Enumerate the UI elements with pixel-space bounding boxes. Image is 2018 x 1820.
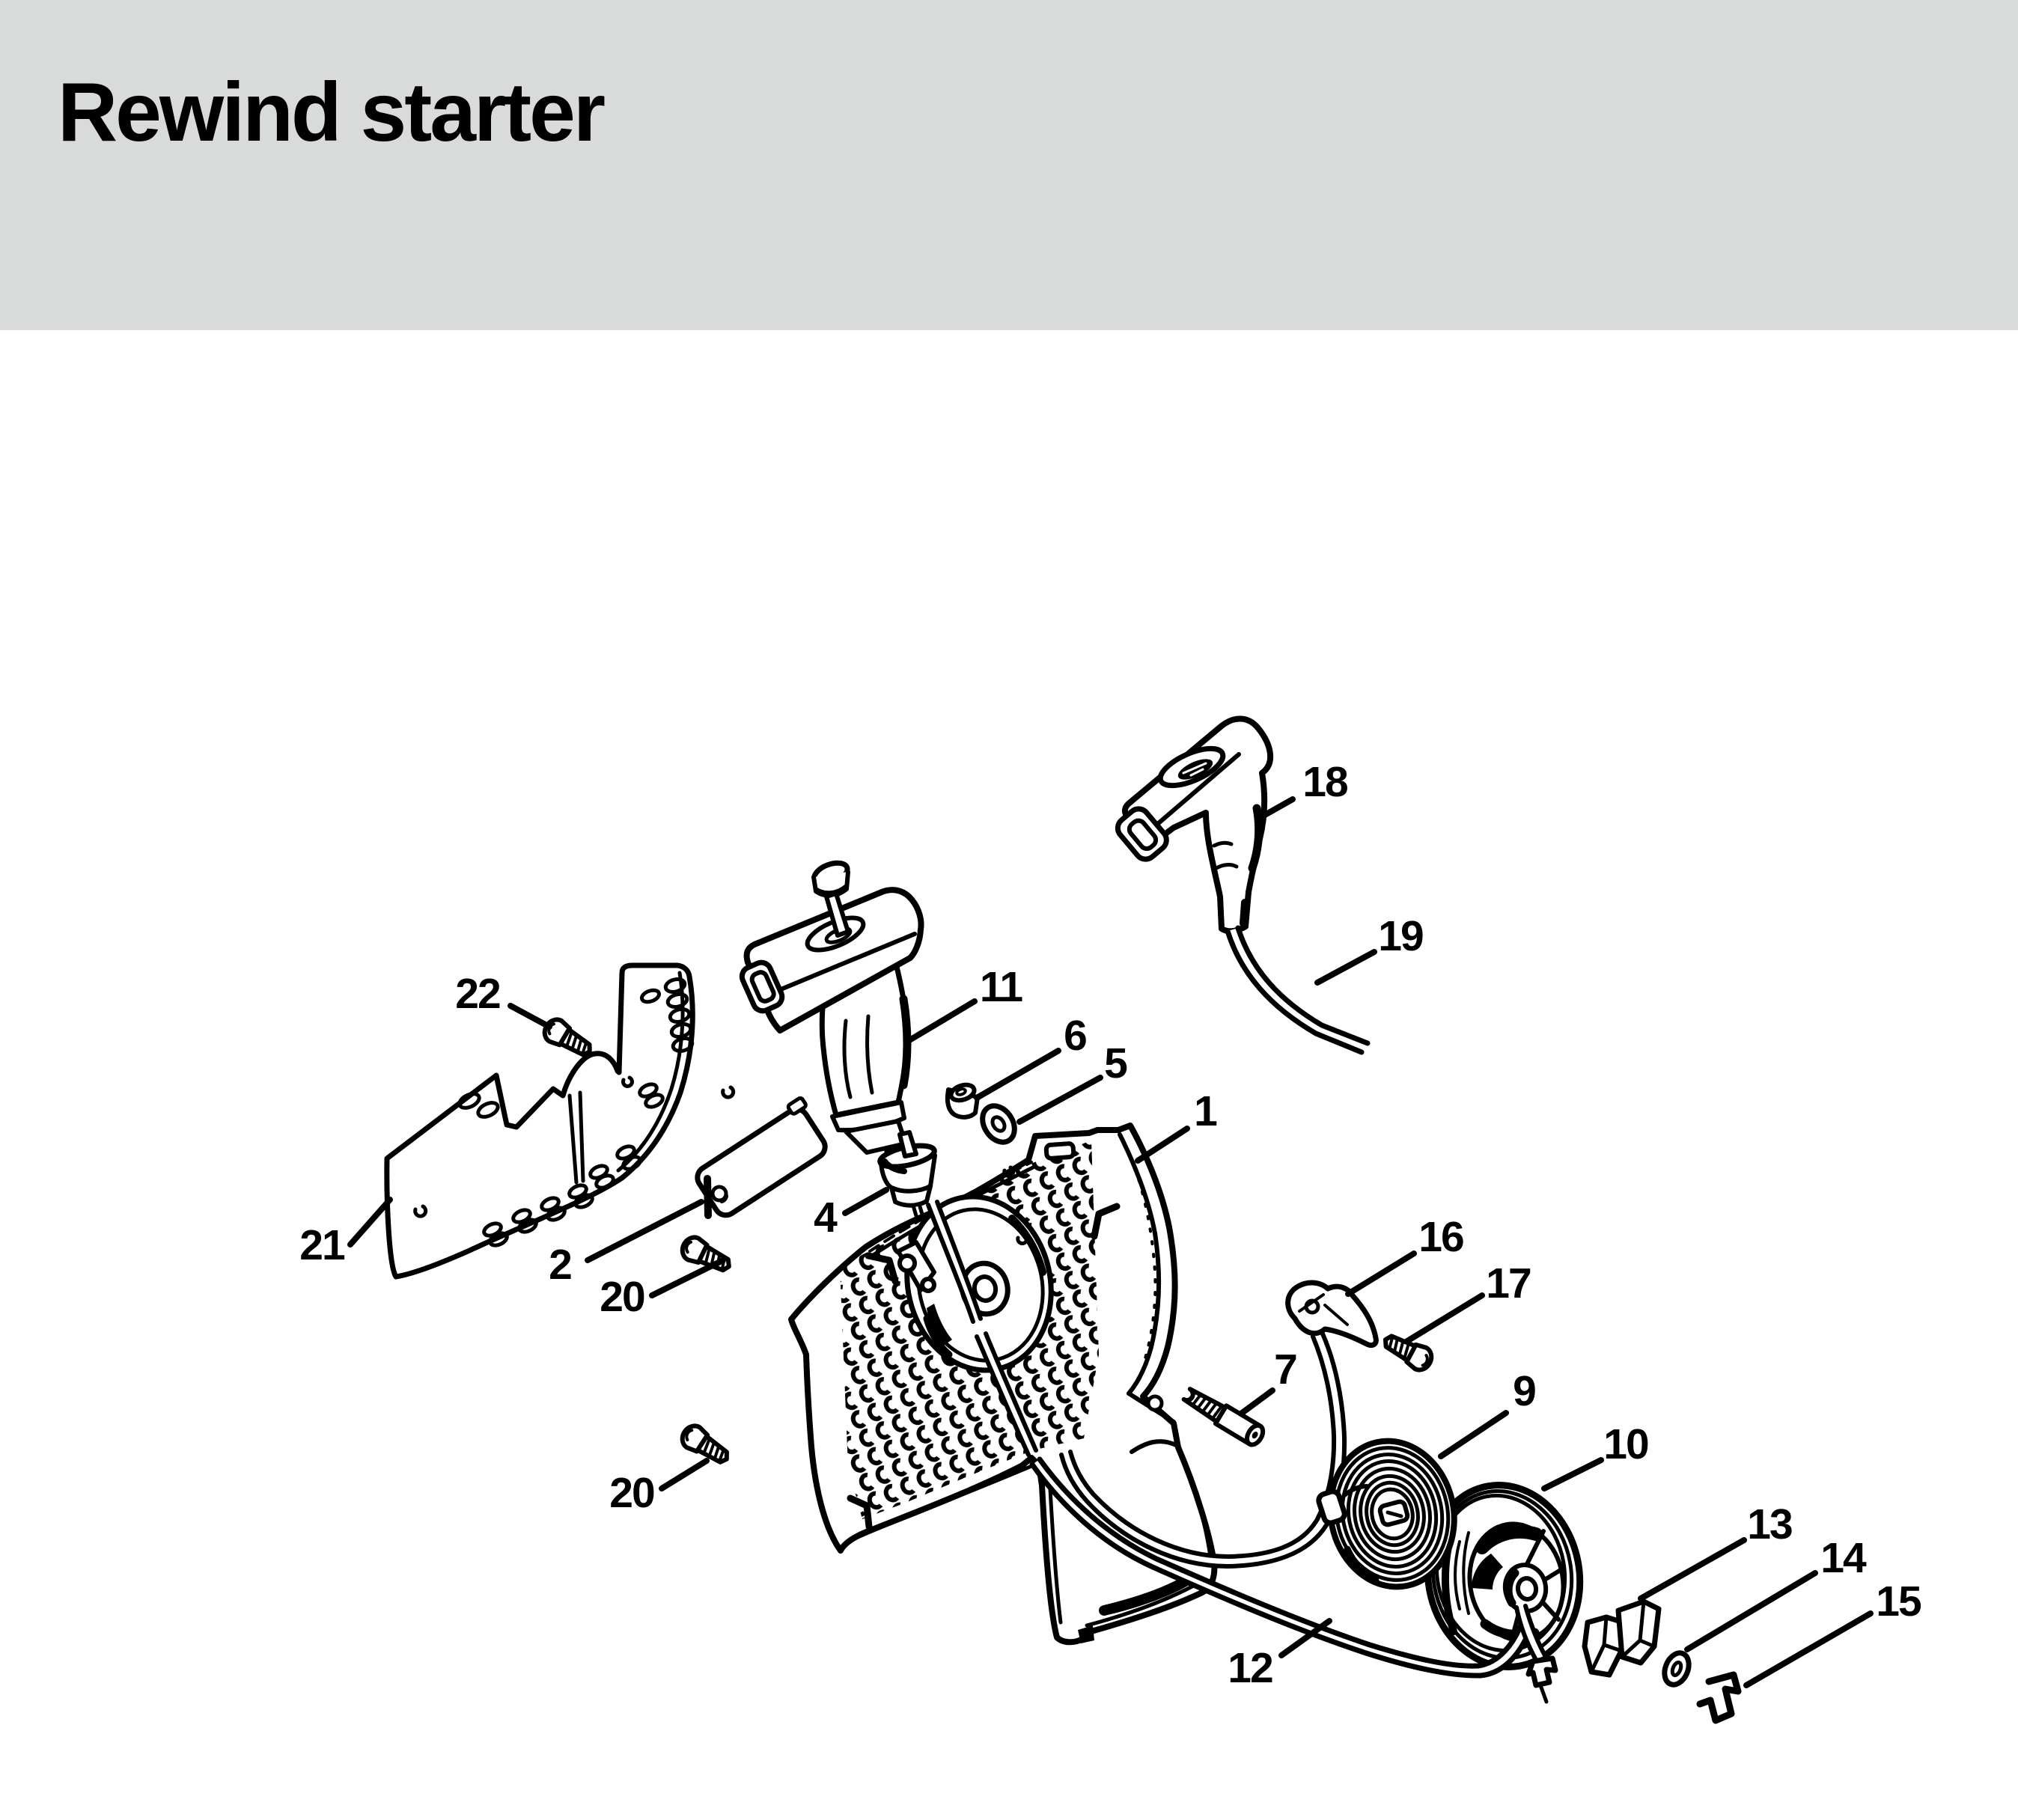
svg-text:6: 6	[1064, 1012, 1086, 1060]
svg-text:20: 20	[600, 1273, 644, 1321]
svg-text:1: 1	[1194, 1087, 1217, 1135]
svg-text:9: 9	[1513, 1367, 1535, 1415]
svg-text:17: 17	[1486, 1259, 1531, 1307]
svg-text:22: 22	[455, 970, 500, 1018]
svg-text:Rewind starter: Rewind starter	[58, 66, 605, 159]
svg-text:20: 20	[609, 1469, 654, 1517]
svg-text:10: 10	[1603, 1420, 1648, 1468]
svg-text:4: 4	[814, 1194, 838, 1242]
svg-text:16: 16	[1418, 1213, 1463, 1261]
svg-text:18: 18	[1302, 758, 1347, 806]
svg-text:12: 12	[1228, 1644, 1272, 1692]
svg-text:2: 2	[549, 1241, 571, 1289]
svg-text:13: 13	[1747, 1500, 1792, 1548]
svg-text:7: 7	[1274, 1346, 1296, 1393]
svg-text:15: 15	[1876, 1578, 1921, 1625]
svg-text:5: 5	[1104, 1039, 1127, 1087]
svg-text:21: 21	[299, 1221, 345, 1269]
svg-text:14: 14	[1820, 1534, 1867, 1582]
svg-text:19: 19	[1378, 912, 1423, 960]
svg-text:11: 11	[980, 963, 1023, 1011]
